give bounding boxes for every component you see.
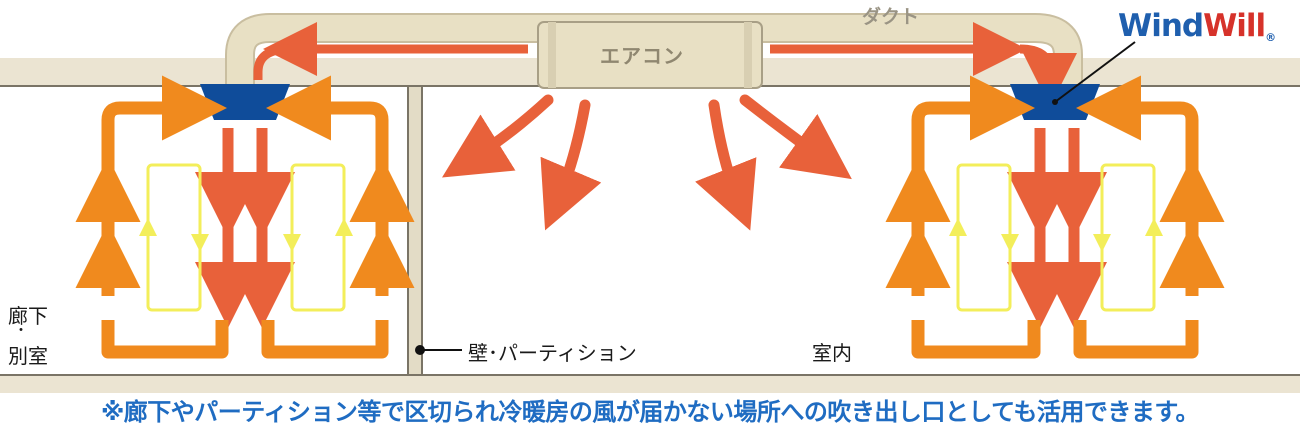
aircon-airflow — [442, 94, 852, 231]
duct-label: ダクト — [862, 6, 920, 28]
right-outer-loop — [885, 75, 1225, 359]
corridor-label-line2: 別室 — [8, 344, 48, 368]
left-vent — [200, 84, 290, 120]
wall-partition — [407, 85, 423, 376]
corridor-label-dot: ・ — [14, 323, 28, 339]
indoor-label: 室内 — [812, 341, 852, 365]
brand-word-wind: Wind — [1118, 8, 1204, 44]
wall-label: 壁･パーティション — [468, 341, 637, 365]
left-outer-loop — [75, 75, 415, 359]
right-downflow — [1007, 128, 1107, 328]
windwill-logo: WindWill® — [1118, 8, 1276, 44]
brand-word-will: Will — [1203, 8, 1266, 44]
left-vent-unit — [75, 75, 415, 359]
brand-pointer-line — [1054, 41, 1136, 103]
left-downflow — [195, 128, 295, 328]
caption-note: ※廊下やパーティション等で区切られ冷暖房の風が届かない場所への吹き出し口としても… — [100, 398, 1200, 426]
duct-flow-arrows — [253, 22, 1077, 107]
wall-label-dot — [415, 345, 425, 355]
left-inner-loops — [139, 163, 353, 312]
floor — [0, 375, 1300, 393]
right-inner-loops — [949, 163, 1163, 312]
corridor-label-line1: 廊下 — [8, 304, 48, 328]
aircon-unit — [537, 21, 763, 89]
aircon-label: エアコン — [600, 44, 684, 68]
brand-registered-mark: ® — [1265, 31, 1276, 44]
right-vent-unit — [885, 75, 1225, 359]
